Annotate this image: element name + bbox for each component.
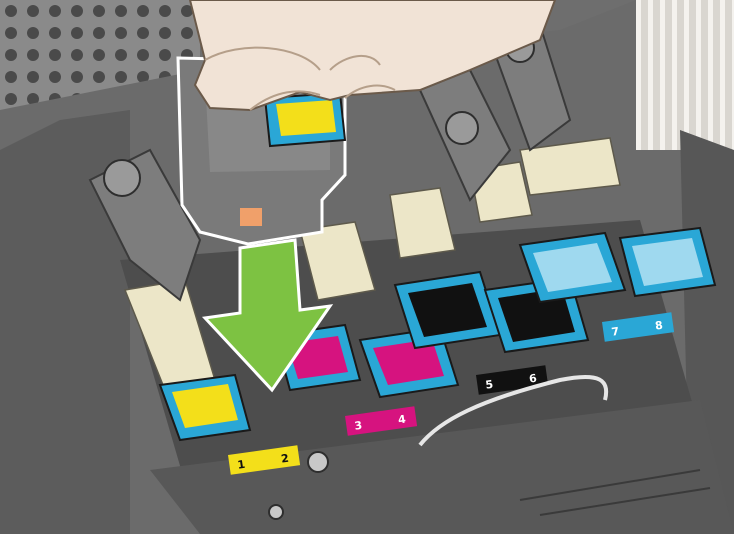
printhead-black-2 bbox=[483, 276, 590, 354]
slot-label-1-2: 1 2 bbox=[228, 445, 301, 475]
slot-number-8: 8 bbox=[654, 319, 663, 333]
printhead-cyan-2 bbox=[618, 226, 717, 298]
slot-number-5: 5 bbox=[485, 378, 494, 392]
hand-icon bbox=[188, 0, 557, 112]
ribbed-panel bbox=[636, 0, 734, 150]
floor-ridges bbox=[519, 469, 711, 516]
slot-number-3: 3 bbox=[354, 419, 363, 433]
slot-label-7-8: 7 8 bbox=[602, 312, 675, 342]
slot-number-1: 1 bbox=[237, 458, 246, 472]
printhead-magenta-1 bbox=[273, 323, 362, 392]
carriage-screw-lower bbox=[268, 504, 284, 520]
slot-number-4: 4 bbox=[397, 413, 407, 427]
down-arrow-icon bbox=[201, 238, 334, 393]
printhead-yellow bbox=[158, 373, 252, 442]
cream-latches bbox=[123, 137, 621, 391]
printhead-yellow-label bbox=[276, 100, 336, 136]
installed-printheads bbox=[158, 226, 717, 442]
slot-number-2: 2 bbox=[280, 452, 289, 466]
left-frame bbox=[0, 110, 130, 534]
carriage-floor bbox=[150, 400, 734, 534]
printhead-contact bbox=[240, 208, 262, 226]
cable-wire bbox=[418, 374, 609, 447]
printhead-black-1 bbox=[393, 270, 502, 350]
carriage-screw bbox=[307, 451, 329, 473]
slot-label-3-4: 3 4 bbox=[345, 406, 418, 436]
slot-number-7: 7 bbox=[611, 325, 620, 339]
printhead-cyan-1 bbox=[518, 231, 627, 304]
slot-number-6: 6 bbox=[528, 372, 538, 386]
